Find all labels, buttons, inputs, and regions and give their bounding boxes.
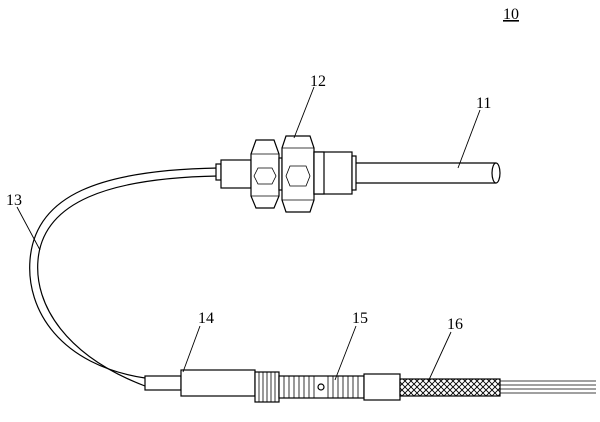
label-probe: 11 bbox=[476, 95, 491, 112]
leader-fitting bbox=[293, 86, 315, 139]
leader-transition bbox=[182, 325, 201, 373]
label-fitting: 12 bbox=[310, 73, 326, 90]
leader-probe bbox=[457, 109, 481, 169]
lead-wires bbox=[500, 380, 596, 394]
transition-sleeve bbox=[144, 369, 280, 403]
strain-relief-spring bbox=[278, 375, 365, 399]
leader-braid bbox=[427, 331, 452, 383]
compression-fitting bbox=[215, 135, 357, 213]
label-cable: 13 bbox=[6, 192, 22, 209]
label-spring: 15 bbox=[352, 310, 368, 327]
label-assembly: 10 bbox=[503, 6, 519, 23]
label-transition: 14 bbox=[198, 310, 214, 327]
leader-spring bbox=[334, 325, 357, 381]
cable bbox=[29, 167, 219, 387]
probe-tube bbox=[356, 162, 501, 184]
leader-cable bbox=[16, 206, 41, 251]
braided-lead bbox=[399, 378, 501, 397]
end-ferrule bbox=[363, 373, 401, 401]
label-braid: 16 bbox=[447, 316, 463, 333]
